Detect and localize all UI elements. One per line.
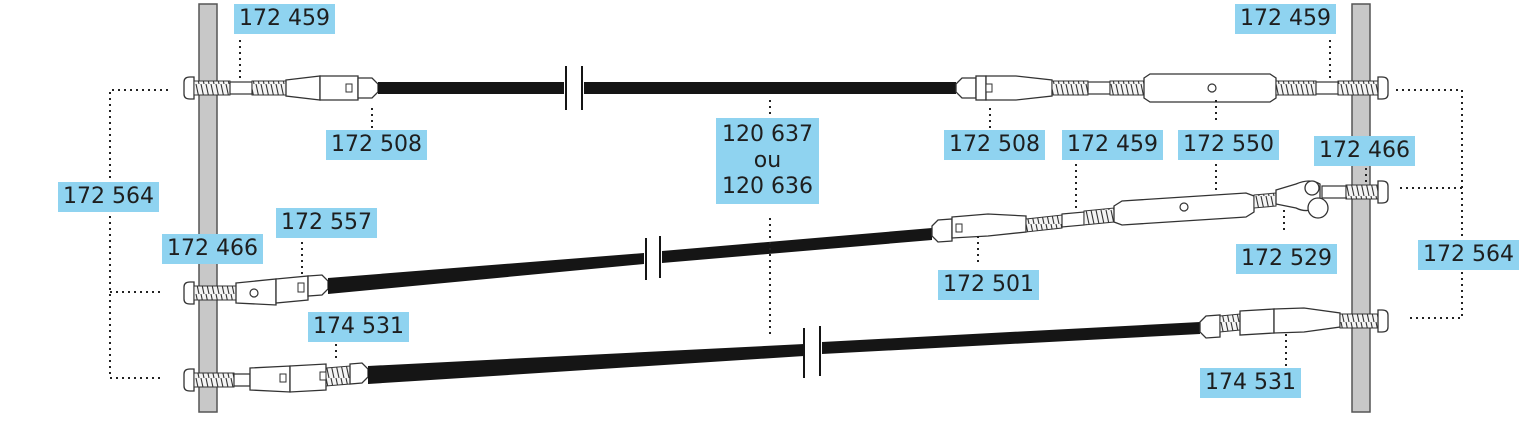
label-right-jaw: 172 529 [1236, 244, 1337, 274]
label-top-mid-terminal: 172 459 [1062, 130, 1163, 160]
middle-cable-assembly [183, 180, 1389, 306]
label-wire-line1: 120 637 [722, 122, 813, 147]
bottom-cable-assembly [183, 307, 1389, 393]
label-right-bracket: 172 564 [1418, 240, 1519, 270]
label-wire-line2: ou [753, 148, 782, 173]
label-top-right-fitting: 172 508 [944, 130, 1045, 160]
label-left-mid-terminal: 172 466 [162, 234, 263, 264]
leader-lines [109, 40, 1463, 379]
label-bottom-right-fitting: 174 531 [1200, 368, 1301, 398]
label-bottom-left-fitting: 174 531 [308, 312, 409, 342]
label-wire-line3: 120 636 [722, 174, 813, 199]
label-wire-type: 120 637 ou 120 636 [716, 118, 819, 204]
label-mid-fitting: 172 501 [938, 270, 1039, 300]
label-left-mid-fitting: 172 557 [276, 208, 377, 238]
left-post [198, 3, 218, 413]
label-top-turnbuckle: 172 550 [1178, 130, 1279, 160]
top-cable-assembly [183, 66, 1389, 110]
right-post [1351, 3, 1371, 413]
label-top-left-terminal: 172 459 [234, 4, 335, 34]
label-right-mid-terminal: 172 466 [1314, 136, 1415, 166]
label-left-bracket: 172 564 [58, 182, 159, 212]
label-top-right-terminal: 172 459 [1235, 4, 1336, 34]
label-top-left-fitting: 172 508 [326, 130, 427, 160]
